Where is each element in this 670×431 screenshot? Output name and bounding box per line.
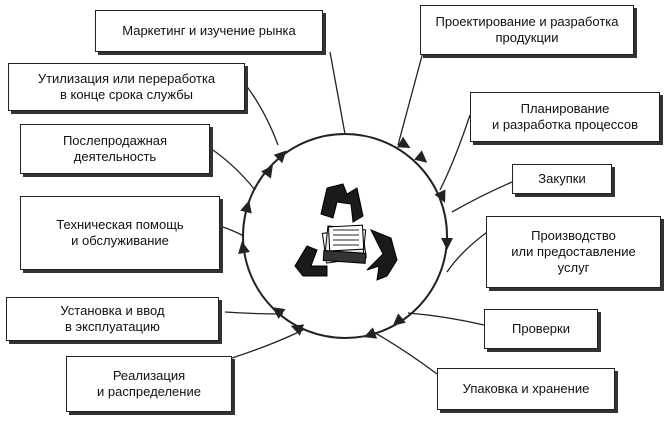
stage-box-packaging: Упаковка и хранение [437, 368, 615, 410]
cycle-arrow [441, 238, 453, 250]
connector-disposal [244, 83, 279, 146]
stage-box-production: Производство или предоставление услуг [486, 216, 661, 288]
stage-label: Реализация и распределение [97, 367, 201, 399]
connectors [209, 51, 513, 375]
stage-label: Проверки [512, 320, 570, 336]
connector-design [397, 51, 424, 146]
connector-support [219, 225, 245, 237]
connector-installation [224, 311, 284, 315]
connector-distribution [231, 329, 304, 359]
cycle-arrows [238, 136, 453, 339]
stage-box-inspection: Проверки [484, 309, 598, 349]
cycle-arrow [363, 327, 378, 339]
stage-label: Планирование и разработка процессов [491, 100, 639, 132]
connector-inspection [407, 312, 485, 326]
stage-label: Установка и ввод в эксплуатацию [60, 302, 165, 334]
cycle-arrow [261, 165, 273, 179]
cycle-arrow [272, 307, 286, 319]
stage-box-support: Техническая помощь и обслуживание [20, 196, 220, 270]
stage-label: Маркетинг и изучение рынка [122, 22, 296, 38]
stage-label: Послепродажная деятельность [62, 132, 168, 164]
stage-box-process: Планирование и разработка процессов [470, 92, 660, 142]
cycle-arrow [414, 150, 428, 163]
stage-box-distribution: Реализация и распределение [66, 356, 232, 412]
connector-production [446, 229, 491, 273]
stage-box-marketing: Маркетинг и изучение рынка [95, 10, 323, 52]
connector-after-sales [209, 147, 256, 191]
cycle-arrow [290, 324, 305, 336]
cycle-arrow [434, 189, 446, 203]
stage-box-after-sales: Послепродажная деятельность [20, 124, 210, 174]
stage-label: Производство или предоставление услуг [511, 227, 636, 276]
recycling-icon [294, 183, 398, 281]
cycle-arrow [397, 136, 411, 148]
connector-process [439, 114, 471, 191]
stage-label: Упаковка и хранение [462, 380, 590, 396]
stage-label: Проектирование и разработка продукции [435, 13, 619, 45]
connector-marketing [329, 51, 346, 135]
cycle-arrow [240, 200, 252, 214]
stage-label: Утилизация или переработка в конце срока… [37, 70, 216, 102]
stage-box-purchasing: Закупки [512, 164, 612, 194]
stage-label: Закупки [538, 170, 586, 186]
stage-box-disposal: Утилизация или переработка в конце срока… [8, 63, 245, 111]
stage-label: Техническая помощь и обслуживание [56, 216, 184, 248]
connector-purchasing [451, 181, 513, 213]
cycle-arrow [392, 313, 406, 326]
cycle-arrow [238, 241, 250, 255]
connector-packaging [369, 329, 438, 375]
stage-box-installation: Установка и ввод в эксплуатацию [6, 297, 219, 341]
stage-box-design: Проектирование и разработка продукции [420, 5, 634, 55]
